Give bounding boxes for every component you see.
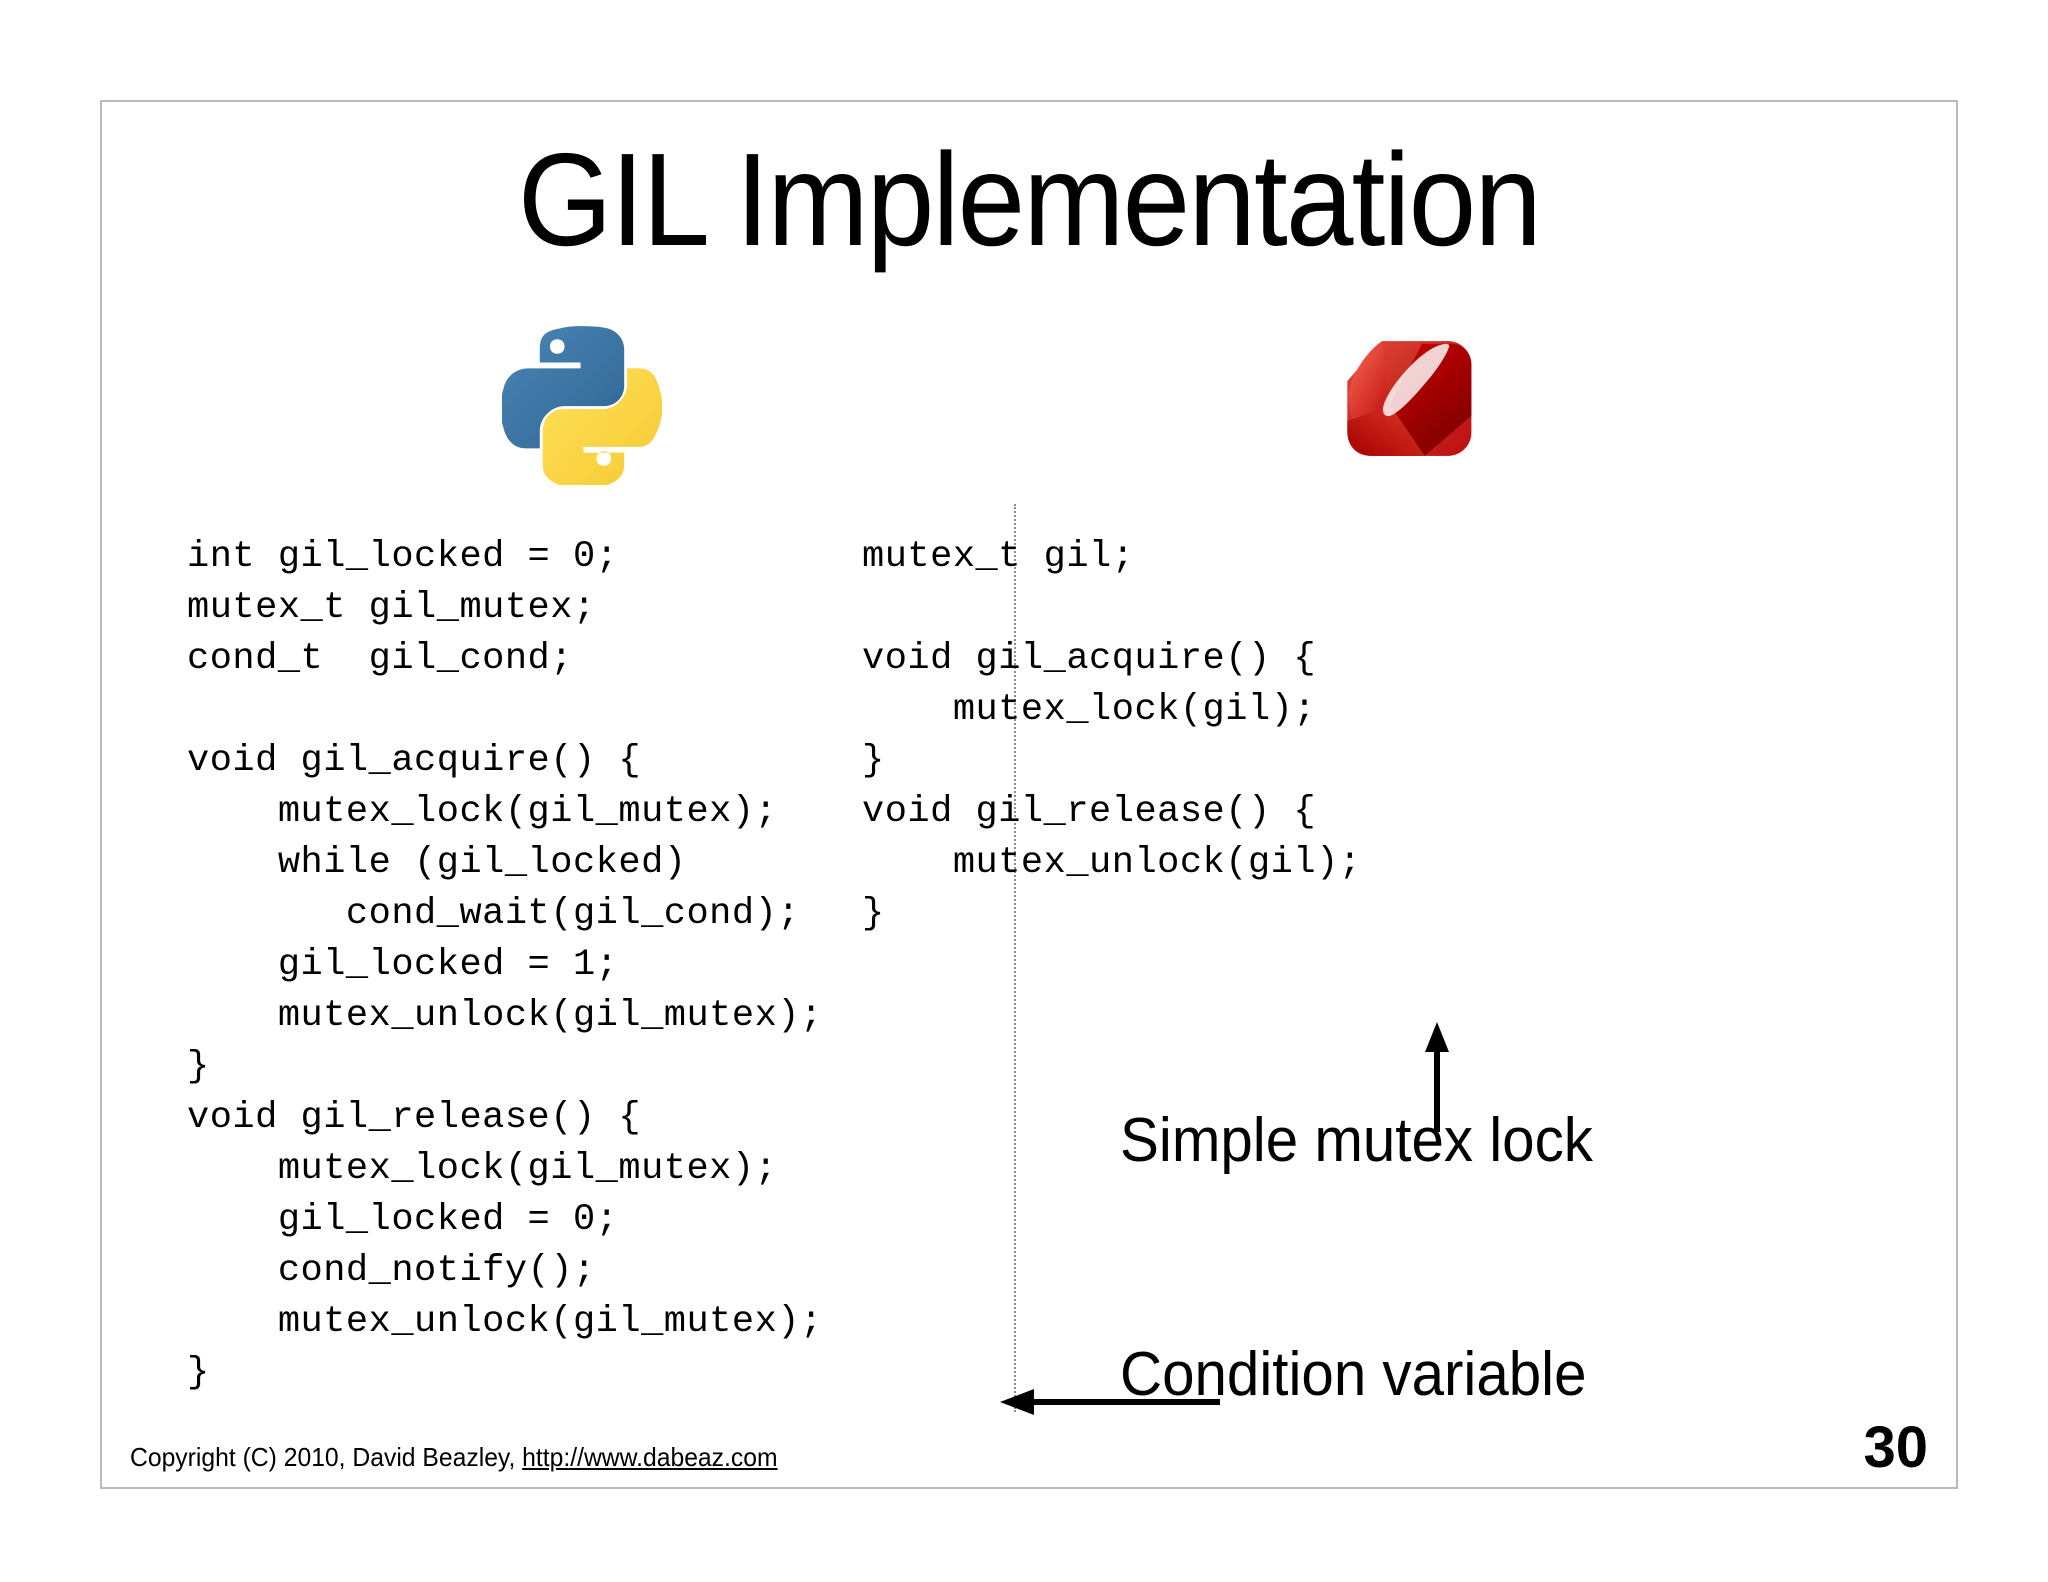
code-block-python: int gil_locked = 0; mutex_t gil_mutex; c… bbox=[187, 536, 823, 1394]
slide-canvas: GIL Implementation bbox=[100, 100, 1958, 1489]
column-divider bbox=[1014, 504, 1016, 1412]
copyright-text: Copyright (C) 2010, David Beazley, bbox=[130, 1442, 523, 1472]
code-block-ruby: mutex_t gil; void gil_acquire() { mutex_… bbox=[862, 536, 1362, 935]
arrow-left-icon bbox=[1000, 1382, 1220, 1422]
page-title: GIL Implementation bbox=[517, 126, 1542, 273]
arrow-up-icon bbox=[1417, 1022, 1457, 1132]
annotation-condition-variable: Condition variable bbox=[1120, 1340, 1587, 1409]
python-logo bbox=[502, 320, 662, 485]
page-number: 30 bbox=[1863, 1415, 1928, 1480]
dabeaz-link[interactable]: http://www.dabeaz.com bbox=[522, 1442, 778, 1472]
ruby-logo bbox=[1342, 320, 1502, 485]
footer-copyright: Copyright (C) 2010, David Beazley, http:… bbox=[130, 1442, 778, 1473]
annotation-simple-mutex-lock: Simple mutex lock bbox=[1120, 1106, 1593, 1175]
